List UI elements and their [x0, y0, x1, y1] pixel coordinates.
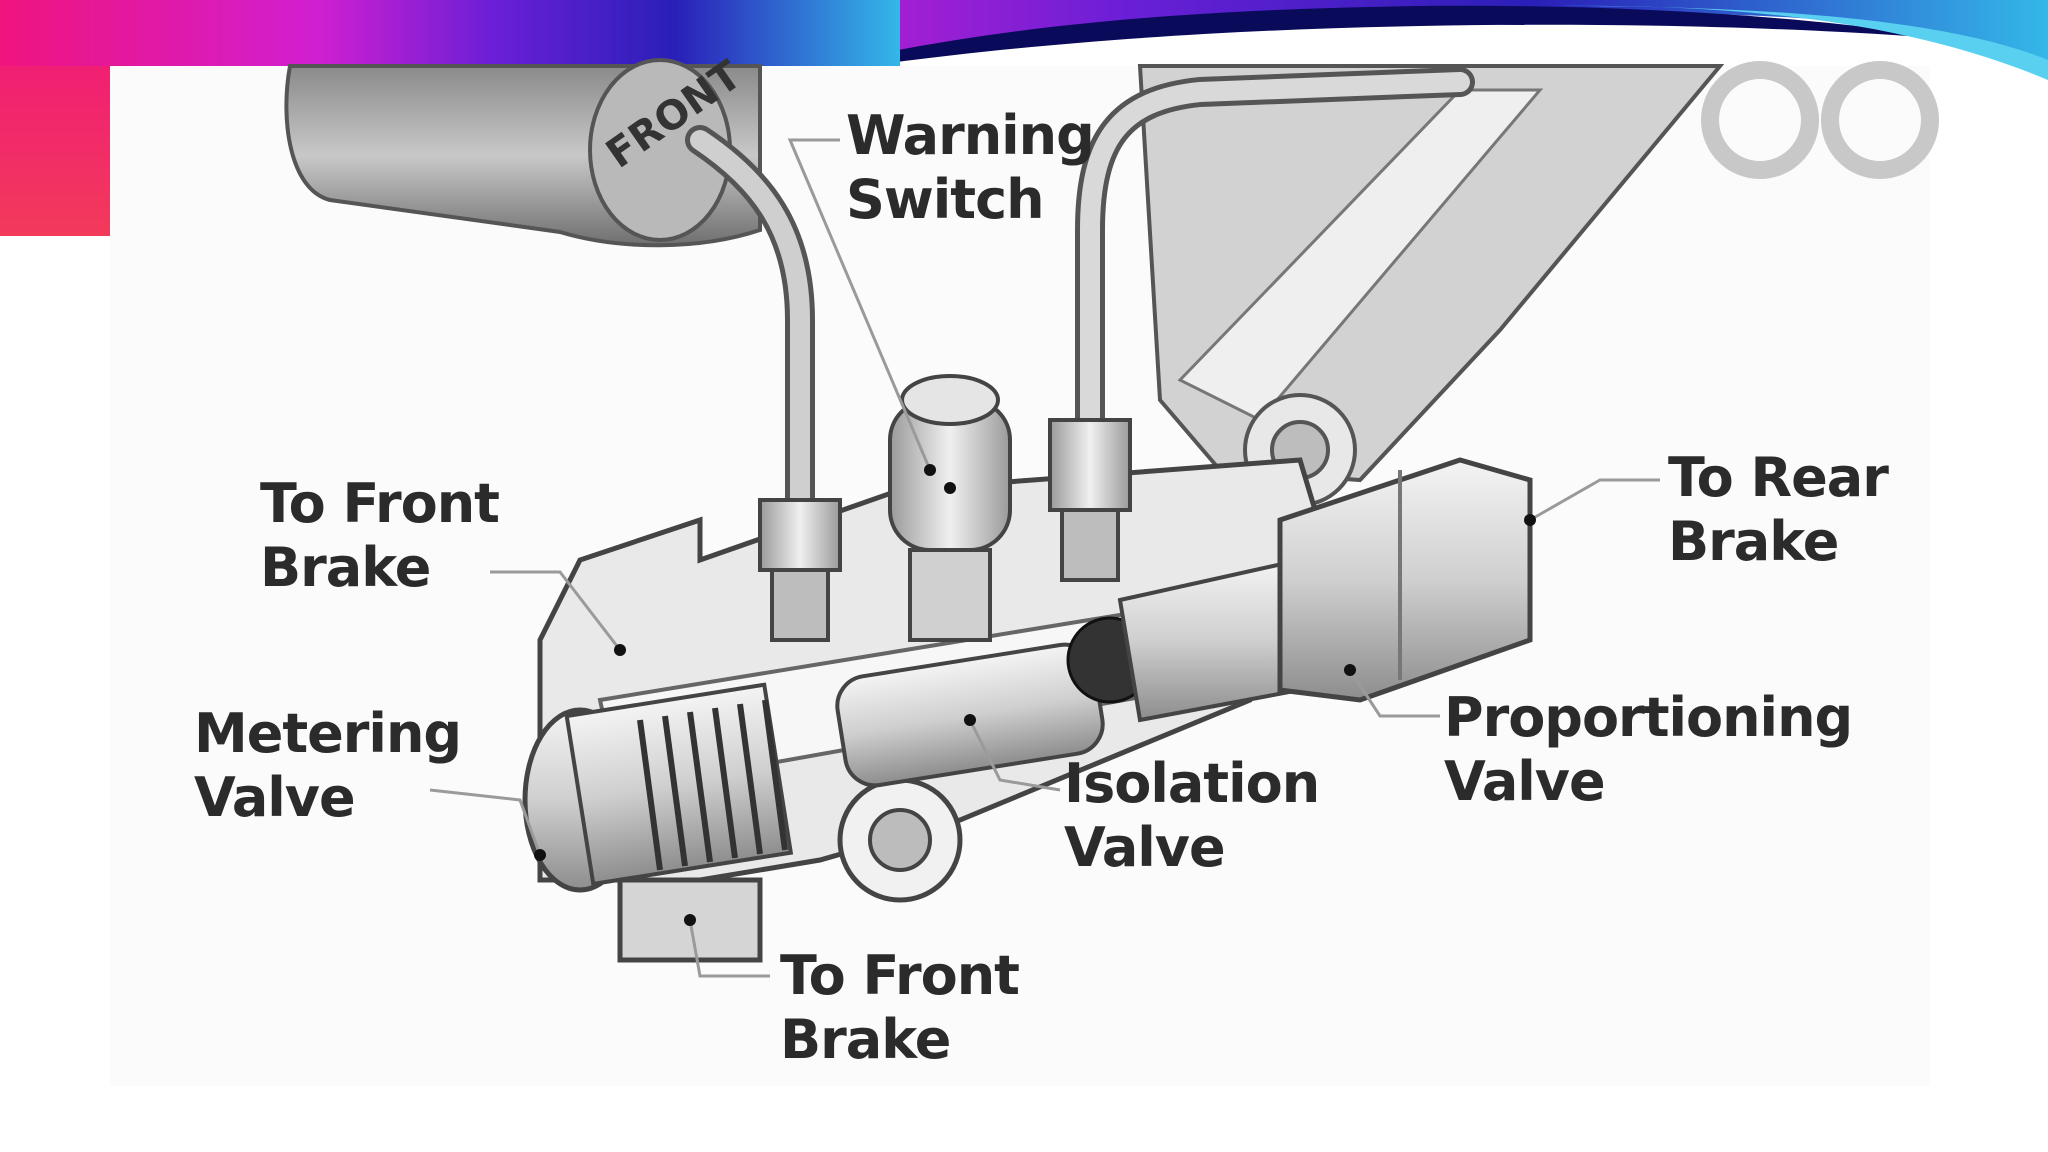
- label-to-rear-brake: To Rear Brake: [1668, 446, 1889, 574]
- master-cylinder: FRONT: [284, 52, 762, 248]
- label-line: Isolation: [1064, 752, 1320, 815]
- label-line: Switch: [846, 168, 1045, 231]
- label-line: To Rear: [1668, 446, 1889, 509]
- label-line: Valve: [194, 766, 356, 829]
- mounting-bracket: [1137, 61, 1939, 507]
- brake-lines: [685, 67, 1475, 535]
- slide-banner: [0, 0, 2048, 236]
- banner-cyan-swoosh: [1560, 5, 2048, 81]
- label-to-front-brake-top: To Front Brake: [260, 472, 500, 600]
- leader-lines: [429, 138, 1660, 978]
- banner-top-fill: [0, 0, 900, 66]
- proportioning-valve: [1117, 457, 1533, 723]
- label-to-front-brake-bottom: To Front Brake: [780, 944, 1020, 1072]
- warning-switch: [888, 374, 1012, 642]
- rear-line-fitting: [1048, 418, 1132, 582]
- front-brake-fitting: [758, 498, 842, 642]
- label-line: Valve: [1064, 816, 1226, 879]
- label-line: Brake: [1668, 510, 1839, 573]
- leader-dots: [534, 464, 1536, 926]
- label-metering-valve: Metering Valve: [194, 702, 462, 830]
- label-line: Brake: [780, 1008, 951, 1071]
- banner-dark-swoosh: [820, 5, 1960, 71]
- label-line: Metering: [194, 702, 462, 765]
- label-line: To Front: [780, 944, 1020, 1007]
- label-warning-switch: Warning Switch: [846, 104, 1095, 232]
- label-line: Brake: [260, 536, 431, 599]
- metering-valve-assembly: [522, 682, 794, 893]
- label-line: Valve: [1444, 750, 1606, 813]
- label-proportioning-valve: Proportioning Valve: [1444, 686, 1853, 814]
- label-line: To Front: [260, 472, 500, 535]
- label-line: Proportioning: [1444, 686, 1853, 749]
- label-isolation-valve: Isolation Valve: [1064, 752, 1320, 880]
- label-line: Warning: [846, 104, 1095, 167]
